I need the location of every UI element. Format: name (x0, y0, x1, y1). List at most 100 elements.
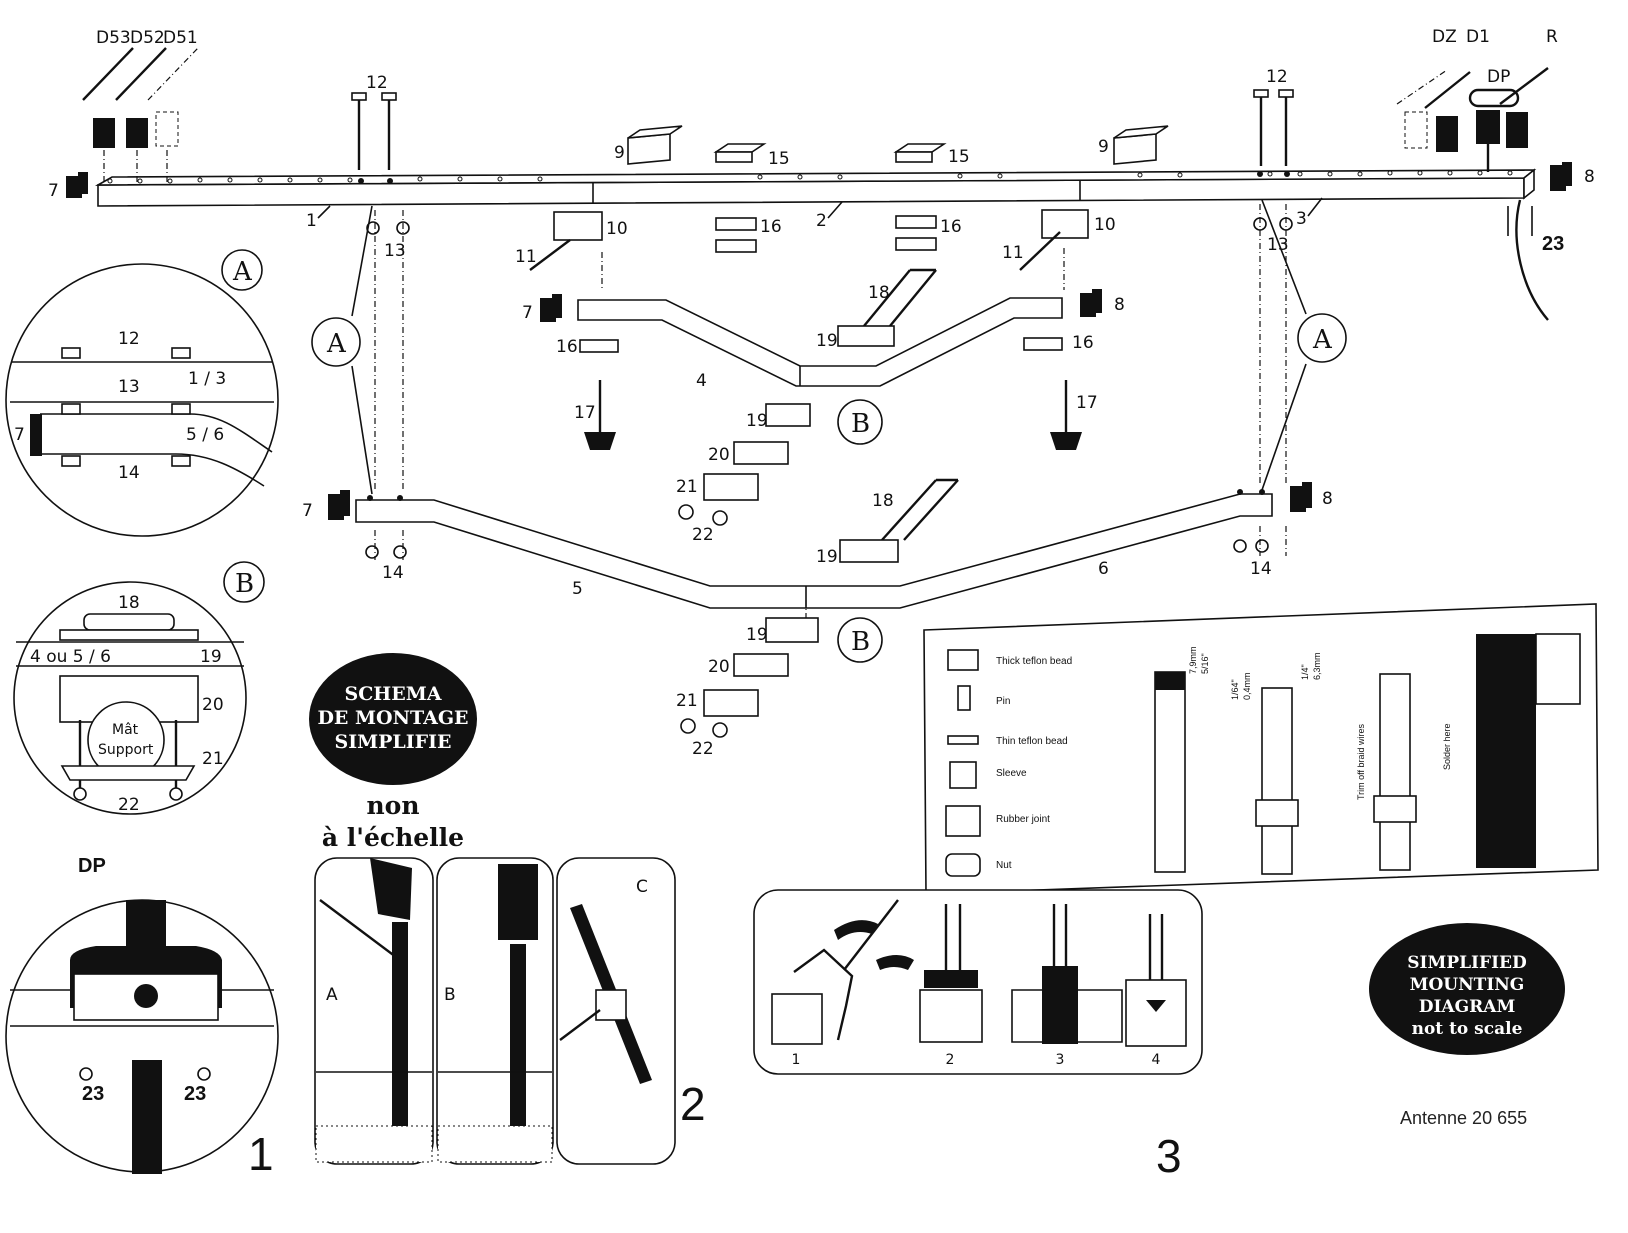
callout-b2 (837, 617, 883, 663)
badge-en-line1: SIMPLIFIED (1407, 953, 1527, 973)
detail-b-mast-1: Mât (112, 722, 139, 738)
badge-en-oval (1369, 923, 1565, 1055)
end-cap-7-icon (66, 172, 88, 198)
label-10-right: 10 (1094, 215, 1116, 235)
label-10-left: 10 (606, 219, 628, 239)
label-14-left: 14 (382, 563, 404, 583)
legend-item-6: Nut (996, 860, 1012, 871)
label-dz: DZ (1432, 27, 1457, 47)
dipole-d52-icon (115, 47, 167, 182)
plate-15-icon (713, 143, 947, 163)
end-cap-8-mid-icon (1080, 289, 1102, 317)
label-9-left: 9 (614, 143, 625, 163)
detail-b-label: 4 ou 5 / 6 (30, 647, 111, 667)
label-12-right: 12 (1266, 67, 1288, 87)
label-21-b1: 21 (676, 477, 698, 497)
connector-legend-panel (923, 603, 1599, 895)
note-solder: Solder here (1442, 723, 1452, 770)
label-22-b1: 22 (692, 525, 714, 545)
legend-item-3: Thin teflon bead (996, 736, 1068, 747)
detail-b-18: 18 (118, 593, 140, 613)
nut-13-icon (366, 217, 1293, 235)
screw-11-icon (529, 231, 1061, 271)
detail-3 (753, 889, 1203, 1075)
dipole-r-icon (1499, 67, 1549, 148)
callout-a-right-label: A (1312, 325, 1333, 355)
block-10-icon (553, 209, 1089, 241)
label-d1: D1 (1466, 27, 1490, 47)
detail-3-number: 3 (1156, 1130, 1182, 1182)
label-12-left: 12 (366, 73, 388, 93)
callout-b2-label: B (851, 627, 870, 657)
detail-3-step-1: 1 (792, 1052, 801, 1068)
clamp-16-icon (715, 215, 937, 253)
badge-en-line2: MOUNTING (1410, 975, 1525, 995)
detail-a-7: 7 (14, 425, 25, 445)
label-9-right: 9 (1098, 137, 1109, 157)
callout-a-left (311, 317, 361, 367)
label-r: R (1546, 27, 1558, 47)
dipole-d51-icon (147, 47, 199, 182)
label-19-mid: 19 (816, 331, 838, 351)
detail-b-title: B (235, 569, 254, 599)
legend-item-5: Rubber joint (996, 814, 1050, 825)
detail-a (5, 249, 279, 537)
detail-2 (314, 857, 676, 1165)
detail-a-label-56: 5 / 6 (186, 425, 224, 445)
coax-cable-icon (1507, 199, 1549, 321)
bracket-9-icon (627, 125, 1169, 165)
dipole-dz-icon (1396, 69, 1448, 149)
label-8-mid: 8 (1114, 295, 1125, 315)
detail-3-step-2: 2 (946, 1052, 955, 1068)
dim-3: 1/64" (1230, 679, 1240, 700)
detail-a-13: 13 (118, 377, 140, 397)
detail-b-21: 21 (202, 749, 224, 769)
label-20-b1: 20 (708, 445, 730, 465)
badge-fr-sub1: non (366, 791, 419, 820)
detail-2-number: 2 (680, 1078, 706, 1130)
badge-en-line3: DIAGRAM (1419, 997, 1516, 1017)
bracket-19-low-icon (839, 539, 899, 563)
label-3: 3 (1296, 209, 1307, 229)
detail-2-a: A (326, 985, 338, 1005)
label-d51: D51 (163, 28, 198, 48)
assembly-guide-lines (374, 204, 1287, 630)
dipole-d1-icon (1424, 71, 1471, 152)
callout-b1-label: B (851, 409, 870, 439)
u-bolt-18-icon (863, 268, 937, 327)
dim-1: 7,9mm (1188, 646, 1198, 674)
detail-2-b: B (444, 985, 456, 1005)
detail-b (13, 561, 265, 815)
detail-1-dp: DP (78, 855, 106, 877)
label-17-left: 17 (574, 403, 596, 423)
label-19-b2: 19 (746, 625, 768, 645)
detail-1-23-right: 23 (184, 1083, 206, 1105)
label-7-top: 7 (48, 181, 59, 201)
clamp-16-low-icon (579, 337, 1063, 353)
end-cap-7-low-icon (328, 490, 350, 520)
callout-a-right (1297, 313, 1347, 363)
stud-17-icon (584, 380, 1082, 450)
label-19-low: 19 (816, 547, 838, 567)
bolt-12-icon (351, 89, 1294, 170)
label-dp: DP (1487, 67, 1510, 87)
label-16-left: 16 (760, 217, 782, 237)
label-7-low: 7 (302, 501, 313, 521)
note-trim: Trim off braid wires (1356, 723, 1366, 800)
badge-fr-line3: SIMPLIFIE (334, 731, 451, 753)
mast-clamp-b2-icon (680, 617, 819, 738)
dim-2: 5/16" (1200, 653, 1210, 674)
dim-6: 6,3mm (1312, 652, 1322, 680)
callout-b1 (837, 399, 883, 445)
mast-clamp-b1-icon (678, 403, 811, 526)
label-21-b2: 21 (676, 691, 698, 711)
badge-fr-oval (309, 653, 477, 785)
label-13-left: 13 (384, 241, 406, 261)
detail-a-12: 12 (118, 329, 140, 349)
bracket-19-mid-icon (837, 325, 895, 347)
detail-b-mast-2: Support (98, 742, 154, 758)
label-19-b1: 19 (746, 411, 768, 431)
end-cap-8-low-icon (1290, 482, 1312, 512)
label-6: 6 (1098, 559, 1109, 579)
detail-a-title: A (232, 257, 253, 287)
